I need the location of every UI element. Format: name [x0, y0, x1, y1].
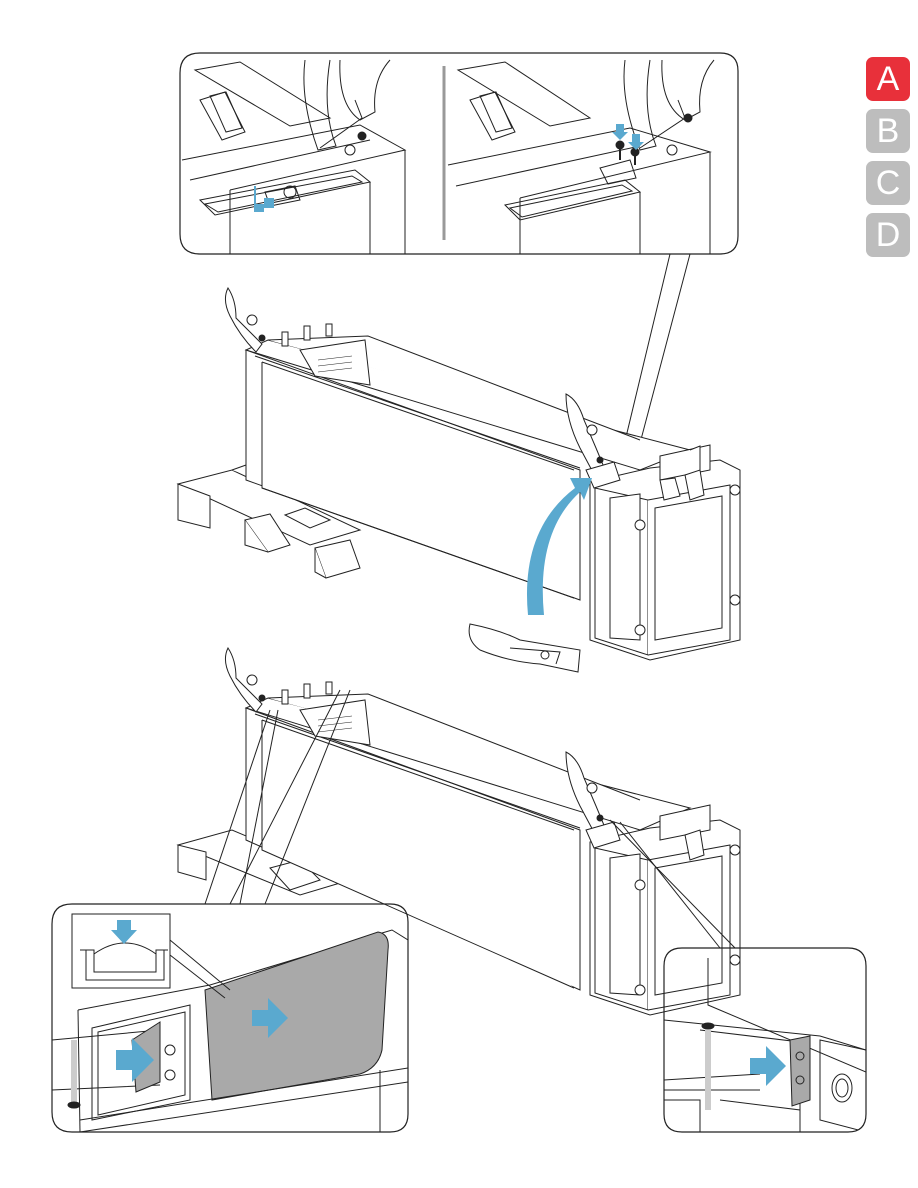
- loose-latch: [469, 624, 580, 672]
- tab-c[interactable]: C: [866, 161, 910, 205]
- lower-crate-illustration: [178, 648, 740, 1015]
- top-detail-right-view: [448, 60, 714, 254]
- tab-b[interactable]: B: [866, 109, 910, 153]
- right-arrow-icon: [750, 1046, 786, 1086]
- down-right-arrow-icon: [254, 186, 274, 212]
- tab-d[interactable]: D: [866, 213, 910, 257]
- top-detail-panel: [180, 53, 738, 254]
- tab-a[interactable]: A: [866, 57, 910, 101]
- upper-crate-illustration: [178, 288, 740, 672]
- section-tabs: A B C D: [866, 57, 912, 265]
- latch-left: [225, 288, 265, 352]
- bottom-left-detail-panel: [52, 904, 408, 1132]
- top-detail-left-view: [182, 60, 405, 254]
